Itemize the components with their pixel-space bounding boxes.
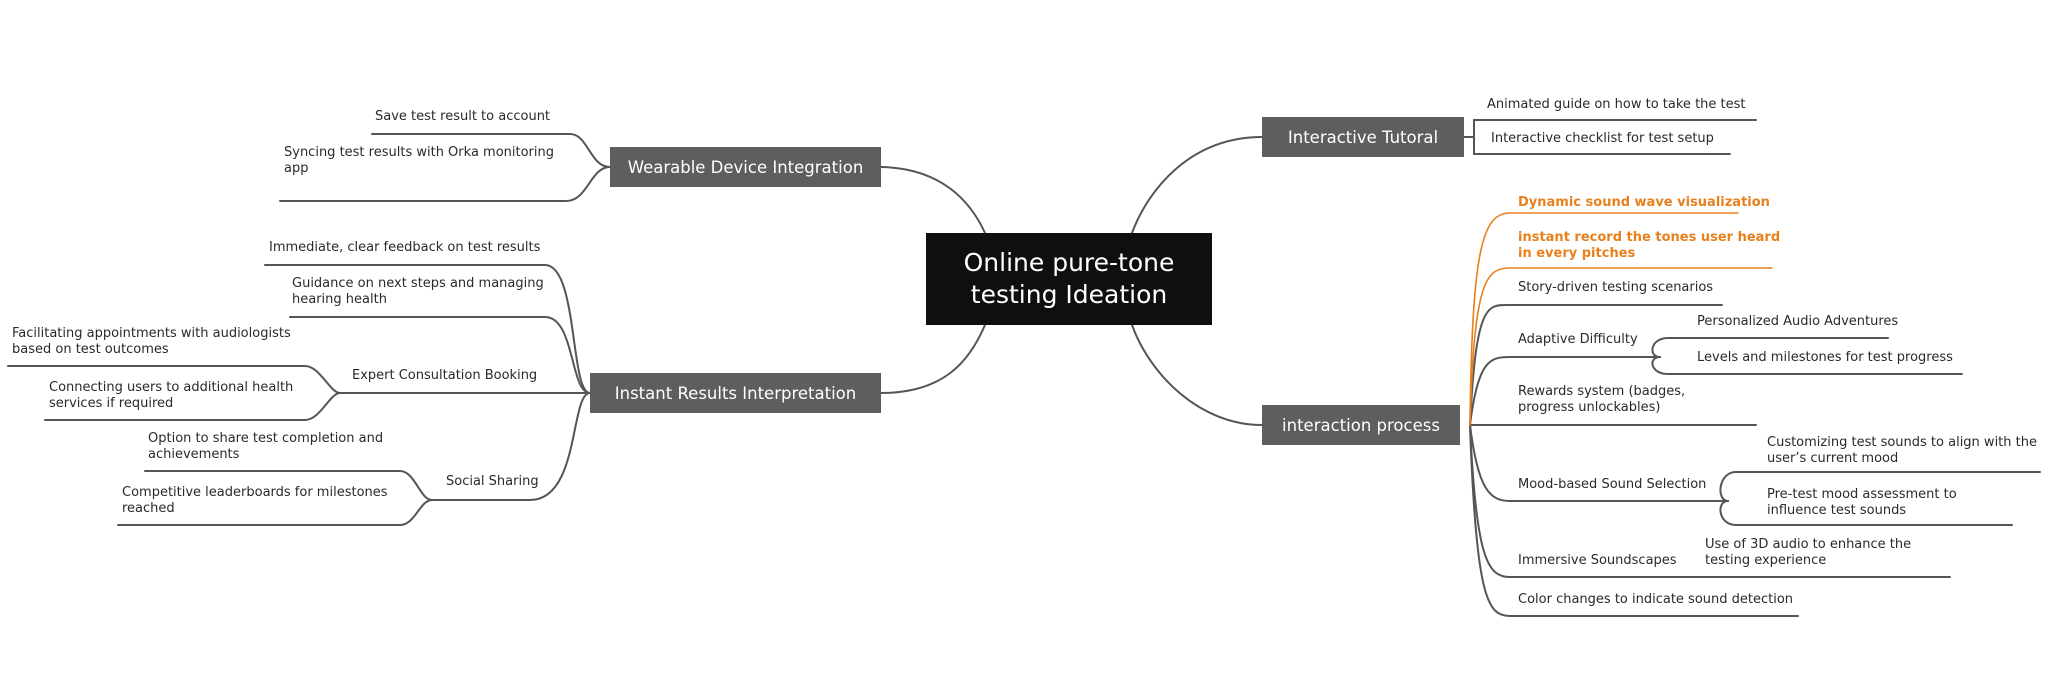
leaf-text: Use of 3D audio to enhance the testing e…	[1705, 537, 1912, 568]
edge-wearable-save	[371, 133, 611, 168]
leaf-text: Syncing test results with Orka monitorin…	[284, 145, 555, 176]
leaf-color-changes[interactable]: Color changes to indicate sound detectio…	[1518, 592, 1793, 608]
topic-label: Interactive Tutoral	[1287, 127, 1439, 147]
leaf-customizing-sounds[interactable]: Customizing test sounds to align with th…	[1767, 435, 2042, 467]
leaf-sound-wave[interactable]: Dynamic sound wave visualization	[1518, 195, 1770, 211]
topic-label: interaction process	[1282, 415, 1440, 435]
leaf-pretest-mood[interactable]: Pre-test mood assessment to influence te…	[1767, 487, 2017, 519]
leaf-text: Facilitating appointments with audiologi…	[12, 326, 291, 357]
leaf-instant-record[interactable]: instant record the tones user heard in e…	[1518, 230, 1788, 262]
leaf-levels-milestones[interactable]: Levels and milestones for test progress	[1697, 350, 1953, 366]
topic-wearable-device-integration[interactable]: Wearable Device Integration	[610, 147, 881, 187]
edge-adaptive-levels	[1651, 356, 1963, 375]
leaf-connecting-users[interactable]: Connecting users to additional health se…	[49, 380, 309, 412]
leaf-save-result[interactable]: Save test result to account	[375, 109, 550, 125]
edge-adaptive-personalized	[1651, 337, 1889, 358]
leaf-text: Guidance on next steps and managing hear…	[292, 276, 544, 307]
topic-label: Wearable Device Integration	[627, 157, 864, 177]
leaf-rewards-system[interactable]: Rewards system (badges, progress unlocka…	[1518, 384, 1738, 416]
central-topic-label: Online pure-tone testing Ideation	[963, 248, 1175, 309]
leaf-interactive-checklist[interactable]: Interactive checklist for test setup	[1491, 131, 1714, 147]
leaf-text: Expert Consultation Booking	[352, 368, 538, 383]
edge-interaction-mood	[1469, 424, 1729, 502]
topic-label: Instant Results Interpretation	[614, 383, 857, 403]
leaf-animated-guide[interactable]: Animated guide on how to take the test	[1487, 97, 1746, 113]
leaf-text: Levels and milestones for test progress	[1697, 350, 1953, 365]
leaf-social-sharing[interactable]: Social Sharing	[446, 474, 539, 490]
leaf-3d-audio[interactable]: Use of 3D audio to enhance the testing e…	[1705, 537, 1955, 569]
edge-central-wearable	[880, 166, 986, 234]
leaf-text: Immersive Soundscapes	[1518, 553, 1677, 568]
leaf-guidance[interactable]: Guidance on next steps and managing hear…	[292, 276, 552, 308]
leaf-text: Interactive checklist for test setup	[1491, 131, 1714, 146]
leaf-expert-consultation[interactable]: Expert Consultation Booking	[352, 368, 537, 384]
central-topic[interactable]: Online pure-tone testing Ideation	[926, 233, 1212, 325]
edge-social-leaderboards	[117, 499, 433, 526]
edge-social-share	[144, 470, 433, 501]
leaf-facilitating-appointments[interactable]: Facilitating appointments with audiologi…	[12, 326, 312, 358]
topic-interaction-process[interactable]: interaction process	[1262, 405, 1460, 445]
leaf-syncing-results[interactable]: Syncing test results with Orka monitorin…	[284, 145, 564, 177]
edge-expert-connecting	[44, 392, 341, 421]
leaf-text: Competitive leaderboards for milestones …	[122, 485, 388, 516]
leaf-mood-sound-selection[interactable]: Mood-based Sound Selection	[1518, 477, 1706, 493]
edge-central-interaction	[1131, 324, 1263, 426]
leaf-text: Social Sharing	[446, 474, 539, 489]
edge-mood-pretest	[1719, 500, 2013, 526]
leaf-personalized-audio[interactable]: Personalized Audio Adventures	[1697, 314, 1898, 330]
topic-instant-results-interpretation[interactable]: Instant Results Interpretation	[590, 373, 881, 413]
leaf-text: Personalized Audio Adventures	[1697, 314, 1899, 329]
leaf-text: Immediate, clear feedback on test result…	[269, 240, 541, 255]
leaf-text: Pre-test mood assessment to influence te…	[1767, 487, 1957, 518]
leaf-text: Adaptive Difficulty	[1518, 332, 1638, 347]
edge-interaction-color	[1469, 424, 1799, 617]
leaf-adaptive-difficulty[interactable]: Adaptive Difficulty	[1518, 332, 1638, 348]
edge-central-tutorial	[1131, 136, 1263, 234]
leaf-story-driven[interactable]: Story-driven testing scenarios	[1518, 280, 1713, 296]
topic-interactive-tutoral[interactable]: Interactive Tutoral	[1262, 117, 1464, 157]
edge-wearable-sync	[279, 166, 611, 202]
leaf-text: Save test result to account	[375, 109, 551, 124]
leaf-text: Connecting users to additional health se…	[49, 380, 294, 411]
leaf-text: Animated guide on how to take the test	[1487, 97, 1746, 112]
edge-results-immediate	[264, 264, 591, 394]
leaf-text: Option to share test completion and achi…	[148, 431, 384, 462]
edge-interaction-record	[1469, 267, 1773, 426]
edge-central-results	[880, 324, 986, 394]
leaf-leaderboards[interactable]: Competitive leaderboards for milestones …	[122, 485, 392, 517]
edge-interaction-story	[1469, 303, 1723, 426]
leaf-text: Mood-based Sound Selection	[1518, 477, 1707, 492]
leaf-text: Story-driven testing scenarios	[1518, 280, 1714, 295]
edge-results-guidance	[289, 316, 591, 394]
edge-tutorial-bracket	[1463, 119, 1475, 155]
edge-mood-customizing	[1719, 471, 2041, 502]
leaf-text: Dynamic sound wave visualization	[1518, 195, 1770, 210]
leaf-text: Color changes to indicate sound detectio…	[1518, 592, 1794, 607]
leaf-immediate-feedback[interactable]: Immediate, clear feedback on test result…	[269, 240, 540, 256]
edge-results-social	[431, 392, 591, 501]
leaf-text: instant record the tones user heard in e…	[1518, 230, 1781, 261]
edge-interaction-wave	[1469, 212, 1739, 426]
leaf-text: Customizing test sounds to align with th…	[1767, 435, 2037, 466]
edge-interaction-adaptive	[1469, 356, 1661, 426]
leaf-share-completion[interactable]: Option to share test completion and achi…	[148, 431, 408, 463]
leaf-immersive-soundscapes[interactable]: Immersive Soundscapes	[1518, 553, 1677, 569]
edge-expert-appointments	[7, 365, 341, 394]
leaf-text: Rewards system (badges, progress unlocka…	[1518, 384, 1686, 415]
